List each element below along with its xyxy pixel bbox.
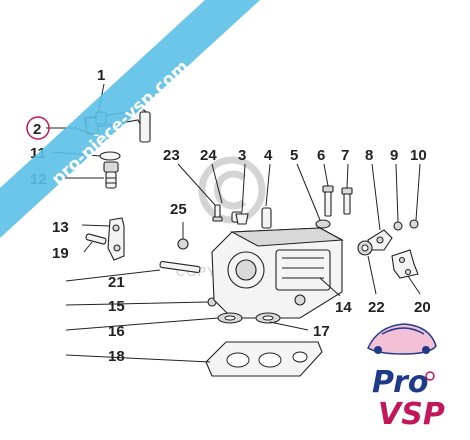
part-6-bolt bbox=[322, 185, 334, 217]
label-part-1: 1 bbox=[97, 67, 105, 84]
logo-text-vsp: VSP bbox=[378, 397, 445, 432]
part-23-bolt bbox=[212, 204, 223, 222]
label-part-15: 15 bbox=[108, 298, 125, 315]
part-9-washer bbox=[393, 221, 403, 231]
part-17-seal bbox=[255, 312, 281, 324]
label-part-23: 23 bbox=[163, 147, 180, 164]
part-16-seal bbox=[217, 312, 243, 324]
label-part-6: 6 bbox=[317, 147, 325, 164]
part-14-cylinder-head bbox=[211, 227, 344, 319]
copyright-c-icon bbox=[213, 170, 247, 210]
part-3-sensor bbox=[235, 213, 249, 225]
label-part-19: 19 bbox=[52, 245, 69, 262]
label-part-8: 8 bbox=[365, 147, 373, 164]
part-25-nut bbox=[177, 238, 189, 250]
part-13-bracket bbox=[107, 217, 125, 261]
part-10-nut bbox=[409, 219, 419, 229]
label-part-25: 25 bbox=[170, 201, 187, 218]
label-part-13: 13 bbox=[52, 219, 69, 236]
logo-text-pro: Pro bbox=[372, 365, 428, 400]
part-18-head-gasket bbox=[205, 341, 323, 377]
leader-lines bbox=[46, 83, 421, 363]
label-part-18: 18 bbox=[108, 348, 125, 365]
label-part-22: 22 bbox=[368, 299, 385, 316]
label-part-4: 4 bbox=[264, 147, 273, 164]
label-part-16: 16 bbox=[108, 323, 125, 340]
part-7-bolt bbox=[341, 187, 353, 215]
part-19-bolt bbox=[85, 233, 107, 245]
highlight-circle-part-2 bbox=[26, 116, 50, 140]
part-12-injector bbox=[103, 161, 119, 189]
label-part-10: 10 bbox=[410, 147, 427, 164]
label-part-2: 2 bbox=[33, 121, 41, 138]
part-11-clip bbox=[99, 151, 121, 161]
part-4-sleeve bbox=[261, 207, 272, 229]
label-part-7: 7 bbox=[341, 147, 349, 164]
label-part-5: 5 bbox=[290, 147, 298, 164]
label-part-21: 21 bbox=[108, 274, 125, 291]
part-20-bracket bbox=[391, 249, 419, 279]
label-part-17: 17 bbox=[313, 323, 330, 340]
label-part-24: 24 bbox=[200, 147, 217, 164]
logo-dot-icon bbox=[425, 371, 435, 381]
part-number-labels: 1 2 3 4 5 6 7 8 9 10 11 12 13 14 15 16 1… bbox=[26, 67, 431, 365]
label-part-14: 14 bbox=[335, 299, 352, 316]
label-part-3: 3 bbox=[238, 147, 246, 164]
brand-logo: Pro VSP bbox=[367, 323, 445, 432]
copyright-circle-icon bbox=[198, 156, 266, 224]
part-21-stud bbox=[159, 260, 201, 274]
label-part-20: 20 bbox=[414, 299, 431, 316]
banner-stripe bbox=[0, 0, 260, 238]
label-part-9: 9 bbox=[390, 147, 398, 164]
part-5-washer bbox=[315, 219, 331, 229]
part-22-seal bbox=[357, 240, 373, 256]
banner-text: pro-pièce-vsp.com bbox=[48, 57, 193, 190]
